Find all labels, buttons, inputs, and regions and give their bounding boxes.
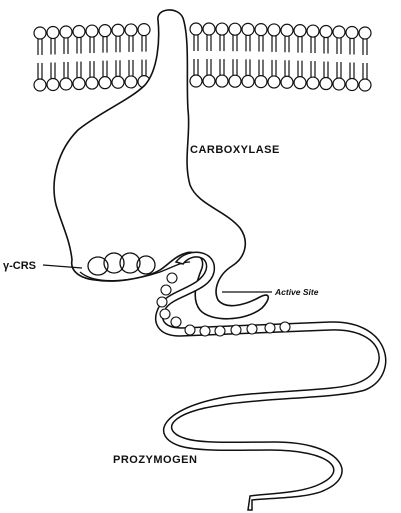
lipid-head-outer [242,23,254,35]
lipid-head-inner [60,78,72,90]
residue-circle [265,323,275,333]
lipid-head-outer [47,26,59,38]
lipid-head-inner [73,78,85,90]
lipid-head-inner [112,76,124,88]
lipid-head-outer [320,26,332,38]
lipid-head-inner [203,75,215,87]
lipid-head-inner [320,78,332,90]
lipid-head-outer [73,26,85,38]
lipid-head-outer [99,25,111,37]
lipid-head-outer [333,26,345,38]
lipid-head-inner [190,75,202,87]
residue-circle [200,326,210,336]
carboxylase-label: CARBOXYLASE [190,144,280,156]
lipid-head-inner [255,76,267,88]
residue-circle [247,324,257,334]
lipid-head-outer [294,25,306,37]
residue-circle [171,317,181,327]
residue-circle [280,322,290,332]
lipid-head-inner [47,78,59,90]
residue-circle [160,309,170,319]
lipid-head-outer [86,25,98,37]
lipid-head-outer [281,24,293,36]
lipid-head-inner [359,79,371,91]
carboxylase-enzyme-body [54,10,268,319]
lipid-head-outer [346,26,358,38]
lipid-head-outer [216,23,228,35]
lipid-head-inner [86,77,98,89]
gamma-crs-label: γ-CRS [3,260,36,272]
lipid-head-outer [60,26,72,38]
lipid-head-outer [190,23,202,35]
prozymogen-label: PROZYMOGEN [113,454,197,466]
lipid-head-inner [216,75,228,87]
residue-circle [167,273,177,283]
active-site-label: Active Site [274,287,319,297]
lipid-head-inner [294,77,306,89]
lipid-head-inner [307,77,319,89]
lipid-head-inner [346,78,358,90]
lipid-head-inner [281,76,293,88]
lipid-head-outer [255,24,267,36]
lipid-head-outer [112,24,124,36]
lipid-head-outer [229,23,241,35]
residue-circle [157,297,167,307]
residue-circle [231,325,241,335]
lipid-head-inner [333,78,345,90]
lipid-head-inner [34,79,46,91]
residue-circle [185,325,195,335]
lipid-head-inner [125,76,137,88]
lipid-head-inner [229,75,241,87]
lipid-head-outer [34,27,46,39]
prozymogen-chain [156,252,386,510]
lipid-bilayer-membrane [34,23,371,91]
lipid-head-outer [125,24,137,36]
lipid-head-outer [203,23,215,35]
lipid-head-inner [268,76,280,88]
lipid-head-outer [138,24,150,36]
lipid-head-outer [359,27,371,39]
lipid-head-outer [307,25,319,37]
lipid-head-inner [242,75,254,87]
residue-circle [161,285,171,295]
lipid-head-outer [268,24,280,36]
lipid-head-inner [99,77,111,89]
residue-circle [215,326,225,336]
